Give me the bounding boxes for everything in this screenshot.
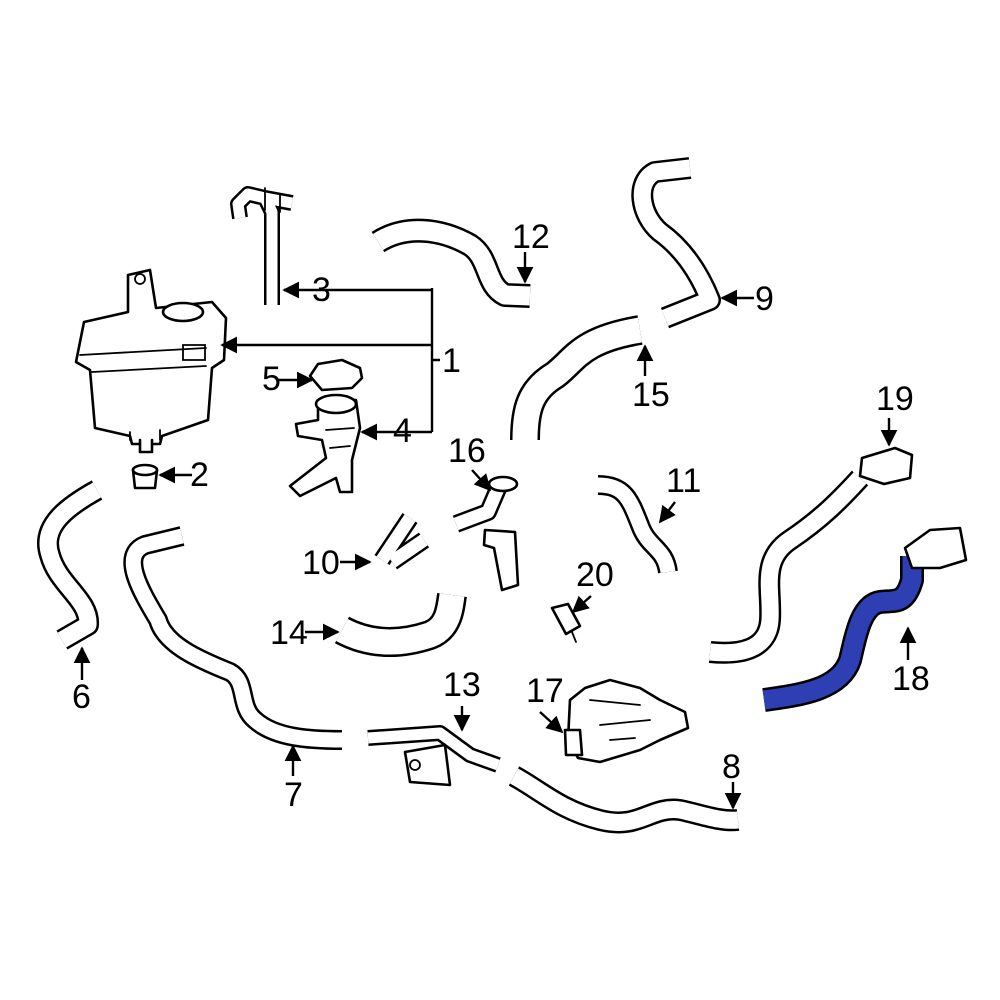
sensor-20-part[interactable] — [550, 602, 582, 643]
callout-labels: 1 2 3 4 5 6 7 8 9 10 11 12 13 14 15 16 1… — [72, 218, 930, 814]
hose-11-part[interactable] — [597, 475, 678, 574]
callout-18: 18 — [892, 660, 930, 698]
hose-14-part[interactable] — [334, 593, 467, 657]
callout-11: 11 — [666, 462, 701, 500]
cap-part[interactable] — [308, 358, 364, 392]
callout-1: 1 — [442, 342, 461, 380]
hose-6-part[interactable] — [37, 480, 103, 650]
callout-13: 13 — [443, 666, 481, 704]
hose-18-highlighted-part[interactable] — [762, 526, 968, 712]
callout-20: 20 — [576, 556, 614, 594]
callout-16: 16 — [448, 432, 486, 470]
hose-8-part[interactable] — [508, 766, 740, 834]
callout-17: 17 — [526, 672, 564, 710]
pipe-13-part[interactable] — [367, 725, 501, 787]
callout-10: 10 — [302, 544, 340, 582]
callout-8: 8 — [722, 748, 741, 786]
callout-15: 15 — [632, 376, 670, 414]
callout-5: 5 — [262, 360, 281, 398]
grommet-part[interactable] — [131, 463, 159, 490]
callout-2: 2 — [190, 456, 209, 494]
water-outlet-17-part[interactable] — [563, 678, 690, 764]
callout-12: 12 — [512, 218, 550, 256]
callout-14: 14 — [270, 614, 308, 652]
callout-7: 7 — [284, 776, 303, 814]
callout-4: 4 — [393, 412, 412, 450]
leader-lines — [73, 252, 917, 810]
hose-9-part[interactable] — [631, 157, 721, 329]
callout-6: 6 — [72, 678, 91, 716]
housing-part[interactable] — [288, 393, 362, 498]
connector-10-part[interactable] — [374, 513, 430, 570]
outlet-16-part[interactable] — [452, 475, 520, 592]
callout-3: 3 — [312, 271, 331, 309]
callout-19: 19 — [876, 380, 914, 418]
hose-7-part[interactable] — [123, 526, 343, 750]
callout-9: 9 — [755, 280, 774, 318]
hose-15-part[interactable] — [510, 315, 643, 441]
hose-19-part[interactable] — [708, 446, 914, 664]
reservoir-tank-part[interactable] — [74, 268, 228, 454]
small-hose-part[interactable] — [230, 186, 294, 305]
hose-12-part[interactable] — [371, 218, 531, 308]
